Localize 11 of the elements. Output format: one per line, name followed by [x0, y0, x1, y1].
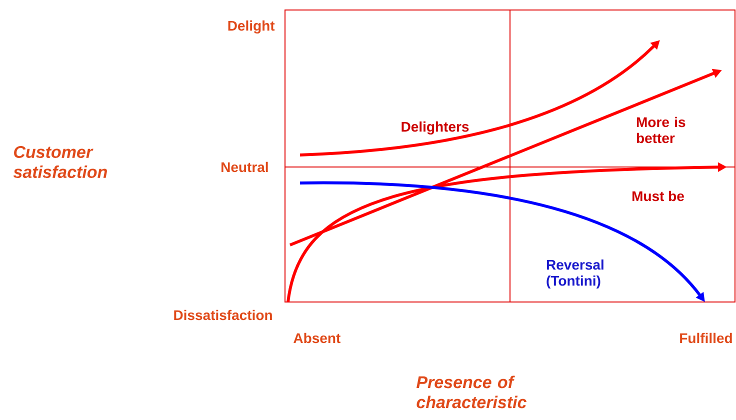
axis-label: Dissatisfaction [174, 310, 272, 320]
curve-label: Reversal (Tontini) [546, 259, 604, 288]
curve-label: Must be [632, 190, 684, 202]
curve-label: Delighters [402, 121, 469, 135]
curve-label: More is better [636, 116, 686, 144]
axis-label: Delight [228, 20, 275, 34]
axis-label: Absent [294, 332, 340, 344]
axis-label: Neutral [222, 162, 268, 172]
axis-label: Fulfilled [680, 332, 732, 344]
axis-title: Customer satisfaction [13, 146, 107, 178]
axis-title: Presence of characteristic [416, 376, 526, 408]
